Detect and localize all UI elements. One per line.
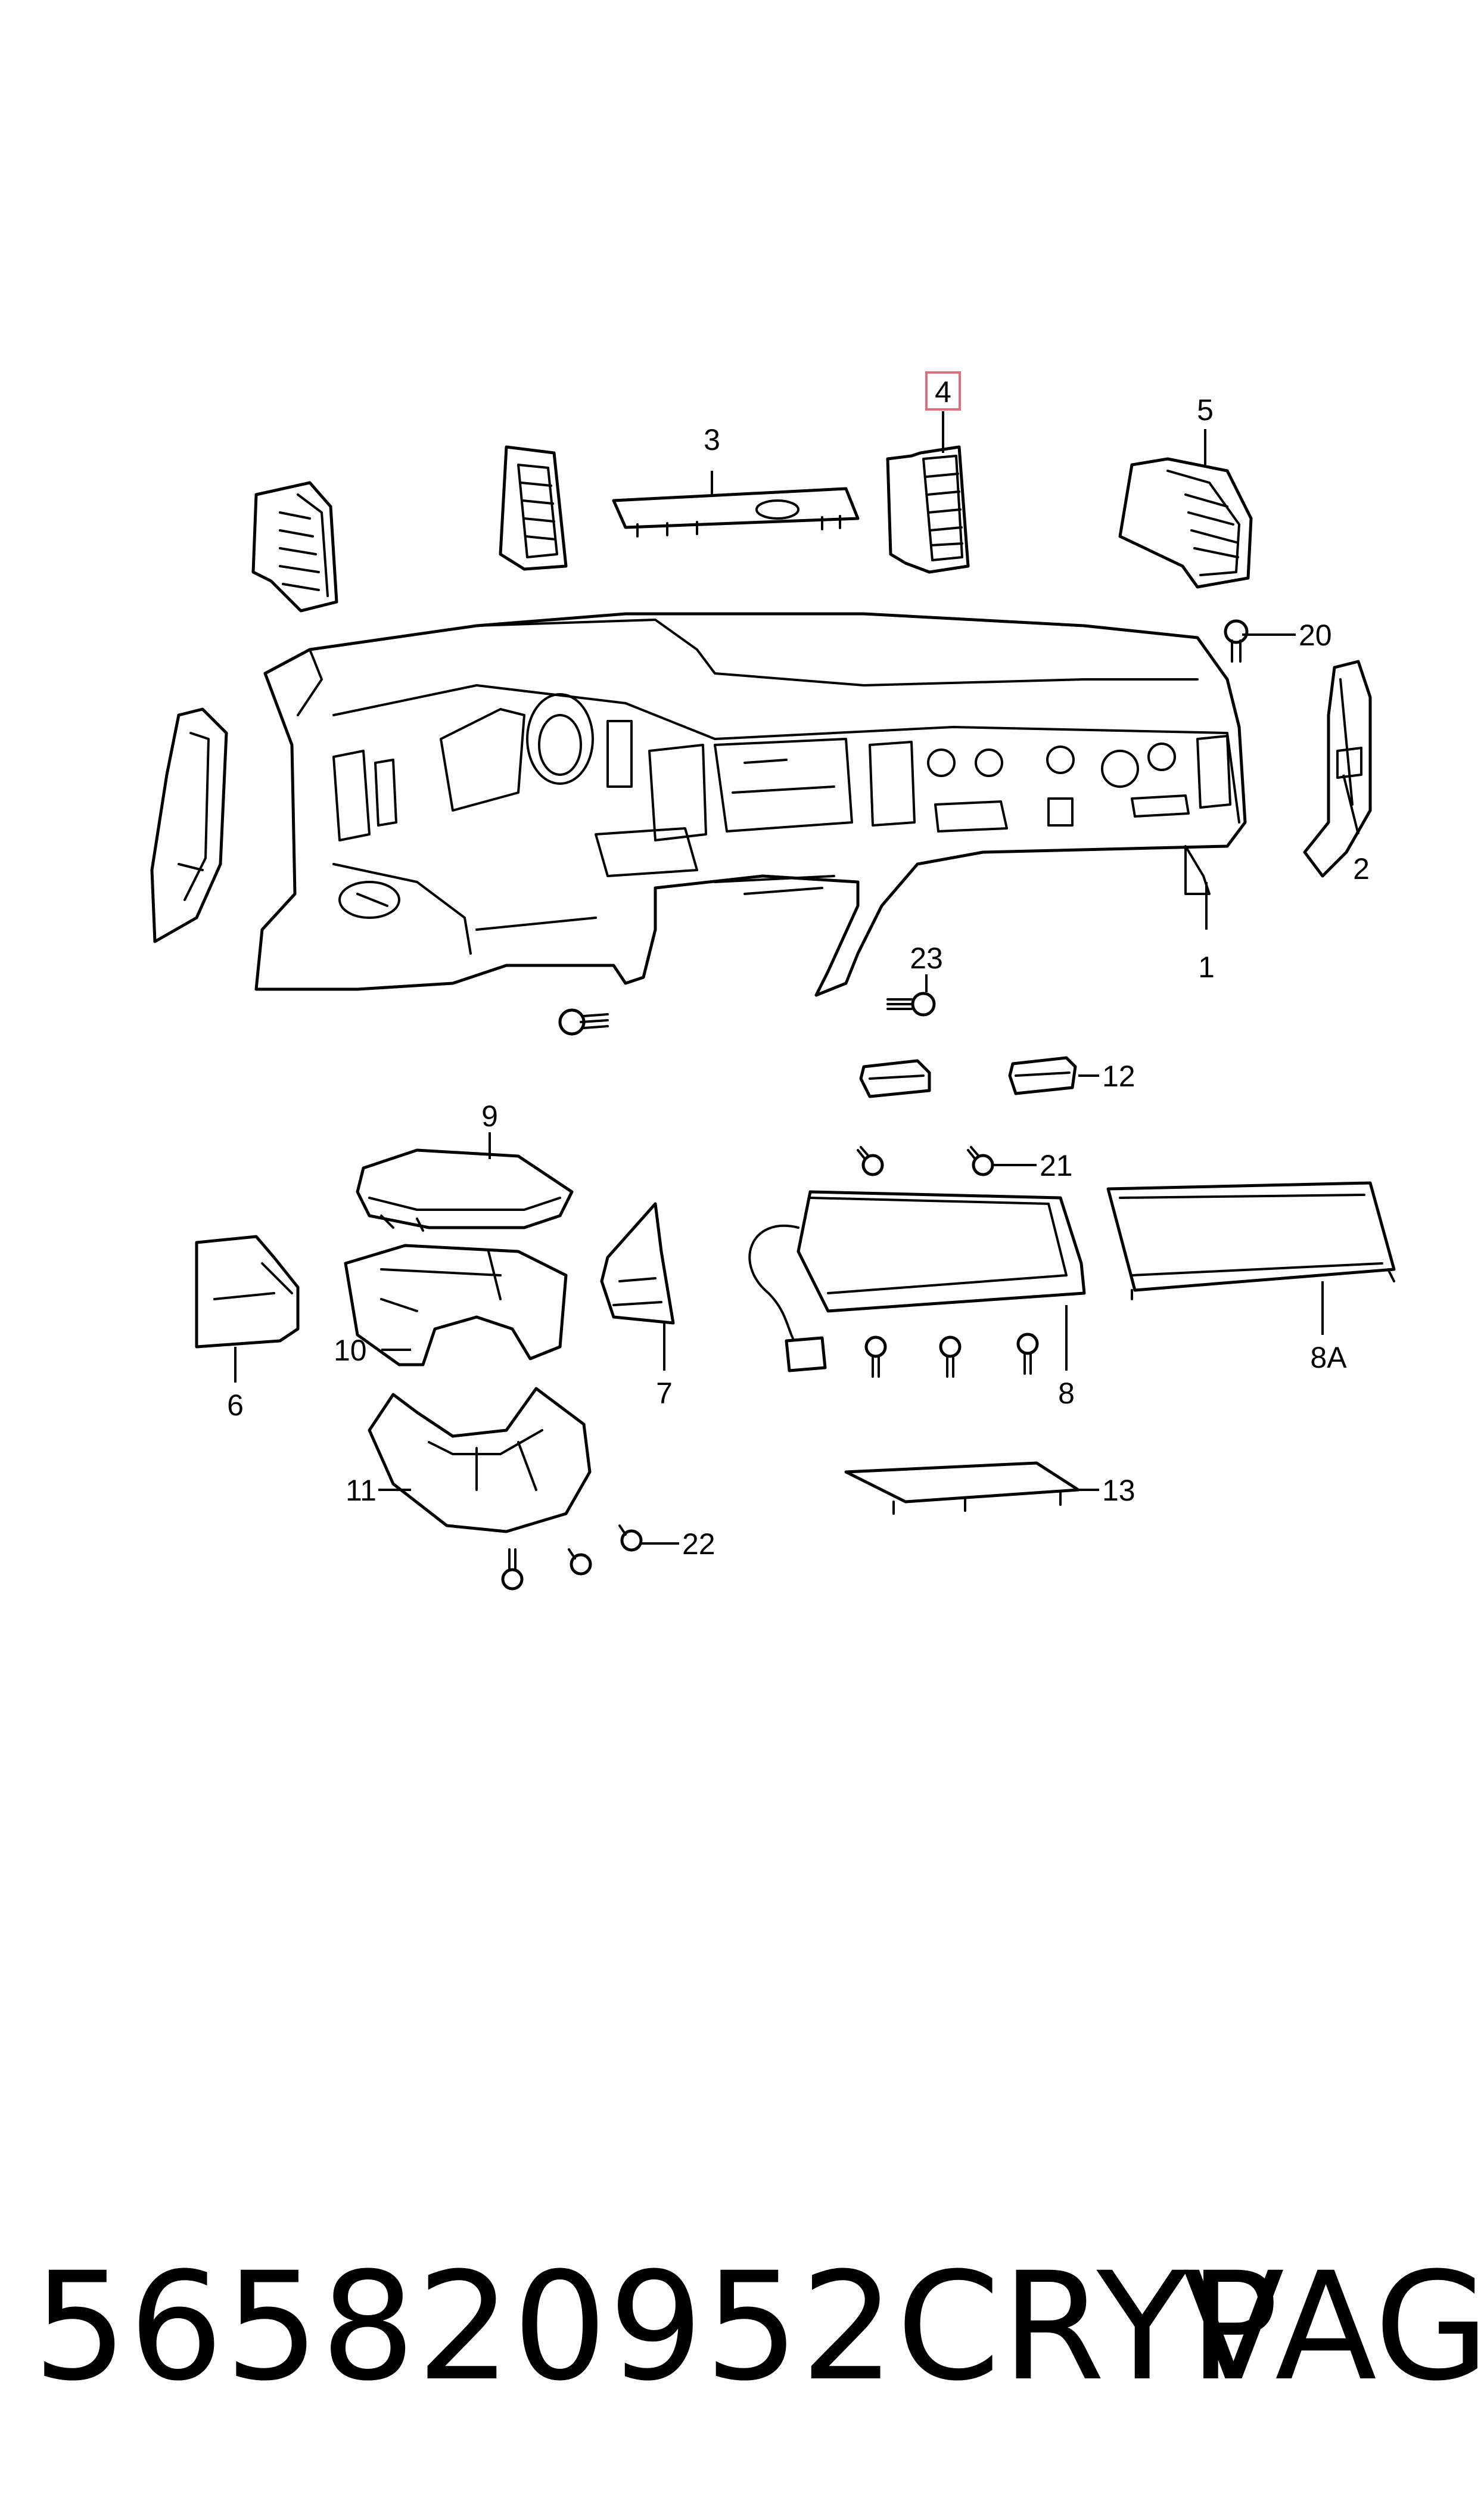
callout-22[interactable]: 22 [682,1527,715,1561]
callout-21[interactable]: 21 [1040,1149,1073,1182]
outer-right-vent [1118,457,1253,589]
storage-tray-panel [844,1461,1080,1515]
callout-4[interactable]: 4 [935,375,951,409]
callout-8[interactable]: 8 [1058,1377,1075,1410]
left-end-cover [150,707,228,943]
screw-21b [967,1146,994,1176]
center-vent-strip [612,487,860,538]
callout-23[interactable]: 23 [910,942,943,975]
outer-left-vent [251,481,338,613]
screws-22 [501,1524,643,1591]
callout-7[interactable]: 7 [656,1377,673,1410]
knee-trim-panel [195,1235,300,1349]
steering-column-cover-lower [344,1244,568,1366]
callout-6[interactable]: 6 [227,1389,244,1422]
clip-12a [859,1059,931,1098]
callout-8a[interactable]: 8A [1310,1341,1347,1374]
screw-20 [1224,619,1249,663]
callout-4-highlight [925,371,961,411]
leader-lines [234,411,1359,1545]
clip-12b [1008,1056,1077,1095]
callout-12[interactable]: 12 [1102,1060,1135,1093]
passenger-airbag [748,1190,1086,1372]
callout-1[interactable]: 1 [1198,951,1215,984]
callout-11[interactable]: 11 [346,1474,377,1507]
screw-21a [857,1146,884,1176]
inner-left-vent [499,445,568,571]
callout-10[interactable]: 10 [334,1334,367,1367]
callout-3[interactable]: 3 [704,423,720,456]
center-right-vent [886,445,970,574]
dashboard-panel [254,612,1247,997]
steering-column-cover-upper [356,1148,574,1232]
side-bracket [600,1202,675,1325]
dash-bolt [558,1008,609,1036]
callout-20[interactable]: 20 [1299,619,1332,652]
glovebox-lid [1106,1181,1396,1300]
lower-column-shroud [368,1387,592,1533]
callout-2[interactable]: 2 [1353,852,1370,886]
callout-5[interactable]: 5 [1197,393,1214,427]
right-end-cover [1303,660,1372,878]
part-number-label: 565820952CRYP [33,2240,1280,2414]
airbag-screws [864,1333,1039,1378]
brand-label: VAG [1183,2240,1484,2414]
callout-9[interactable]: 9 [481,1099,498,1133]
bolt-23 [886,992,936,1017]
callout-13[interactable]: 13 [1102,1474,1135,1507]
